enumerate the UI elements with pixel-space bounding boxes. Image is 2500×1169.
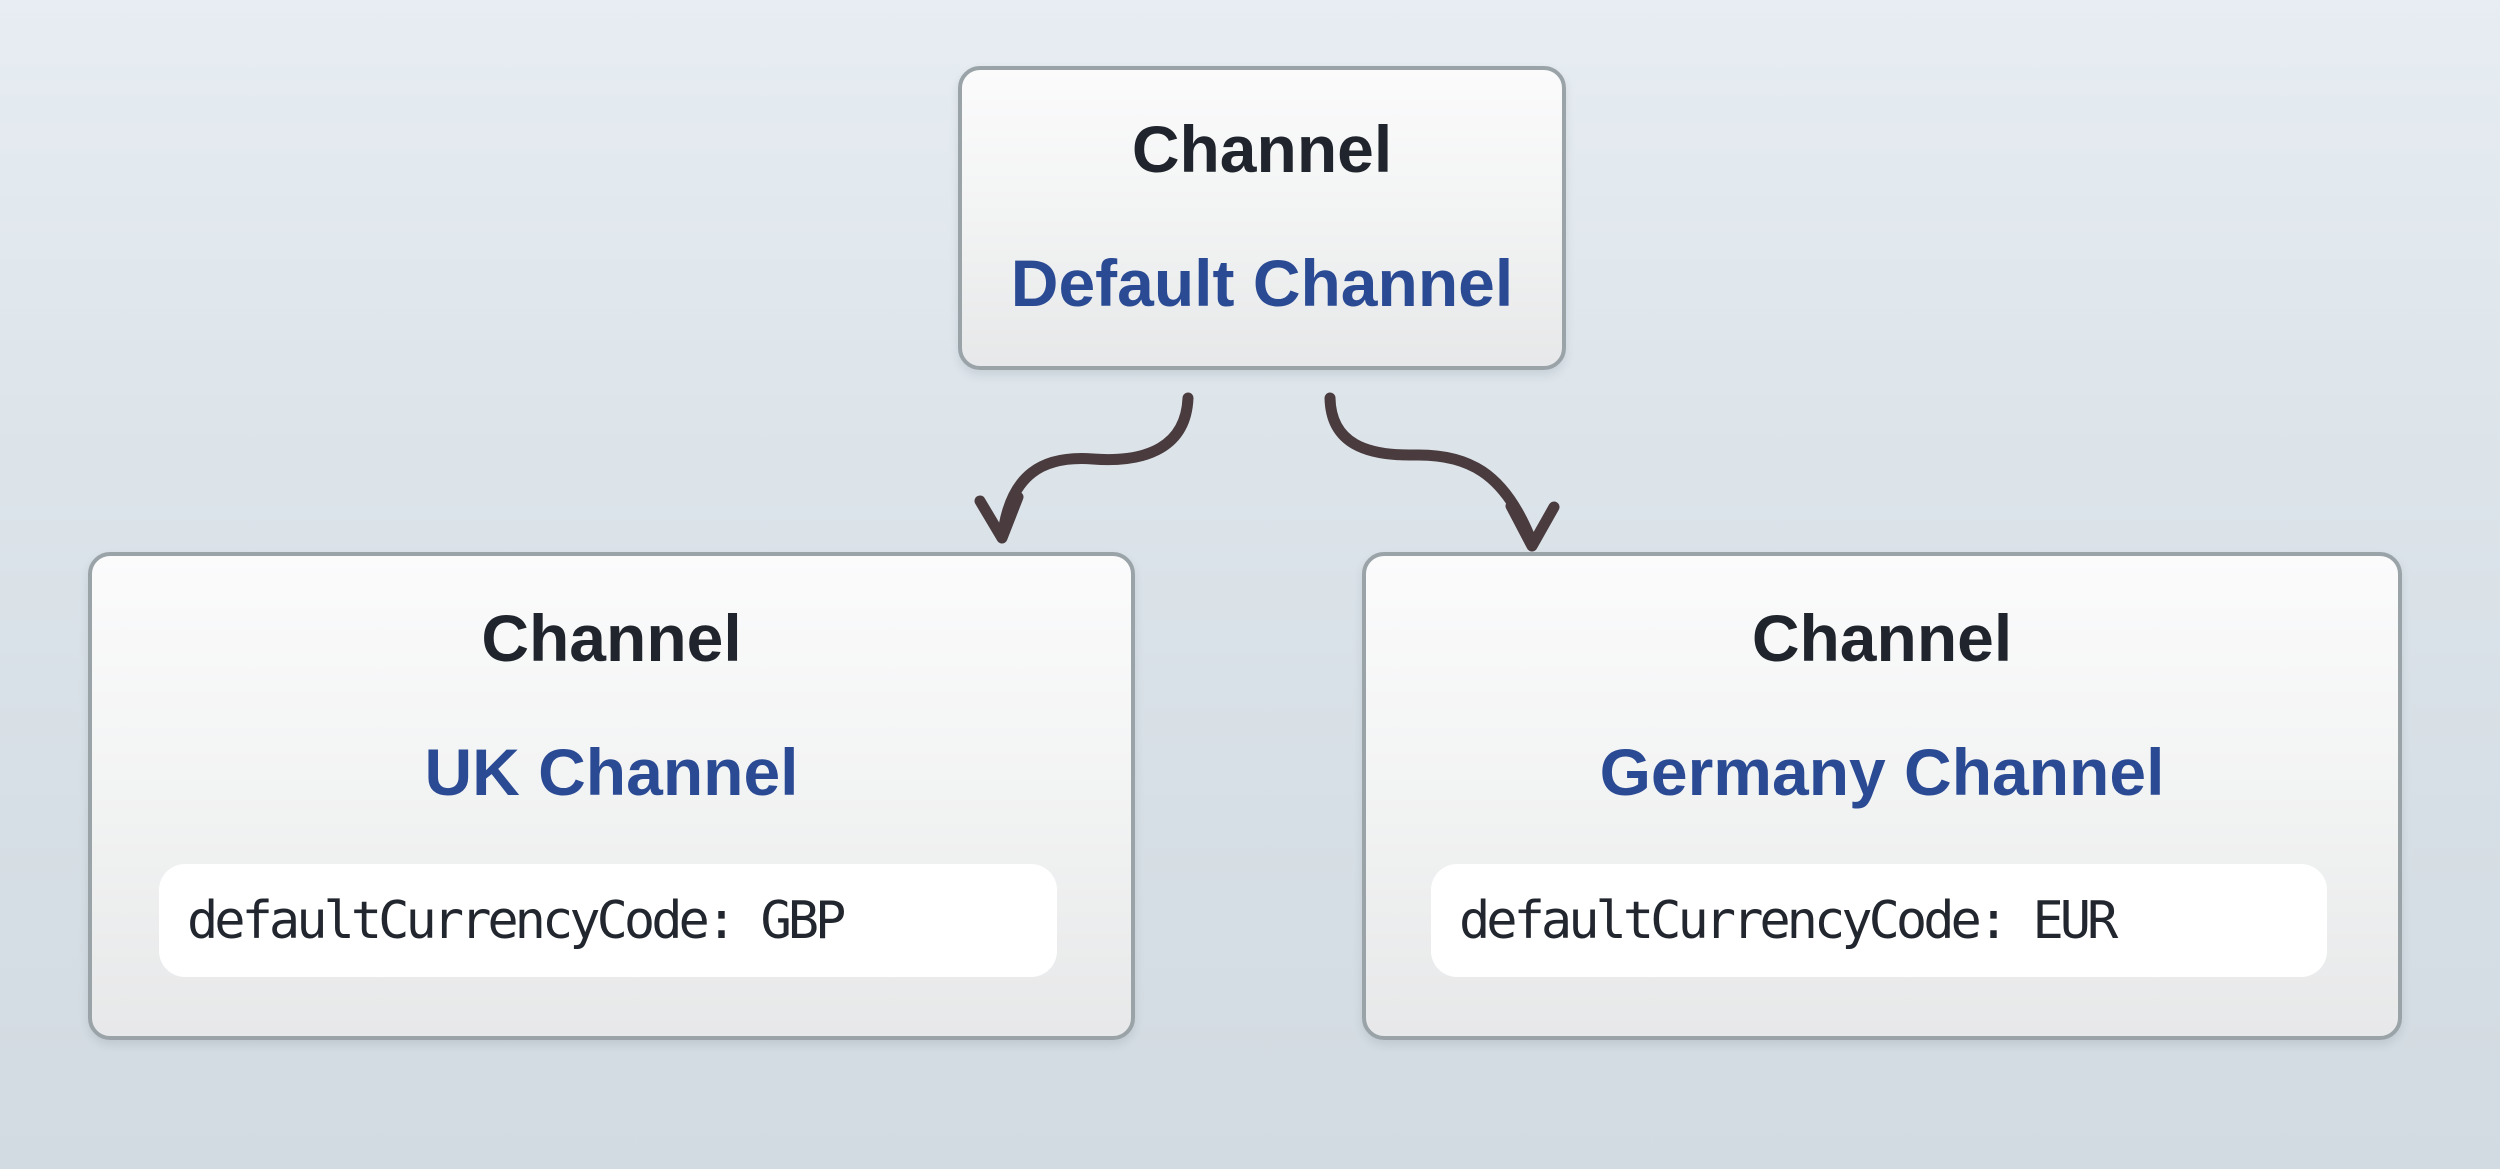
code-pill: defaultCurrencyCode: EUR — [1431, 864, 2327, 977]
node-entity-title: Channel — [481, 601, 742, 675]
node-default-channel: Channel Default Channel — [958, 66, 1566, 370]
node-entity-title: Channel — [1131, 112, 1393, 186]
node-channel-name: UK Channel — [424, 735, 799, 809]
currency-code-text: defaultCurrencyCode: EUR — [1459, 890, 2118, 951]
node-entity-title: Channel — [1751, 601, 2013, 675]
node-channel-name: Default Channel — [1010, 246, 1514, 320]
arrow-to-germany-channel — [1324, 392, 1560, 552]
node-uk-channel: Channel UK Channel defaultCurrencyCode: … — [88, 552, 1135, 1040]
currency-code-text: defaultCurrencyCode: GBP — [187, 890, 846, 951]
arrow-to-uk-channel — [974, 392, 1194, 544]
code-pill: defaultCurrencyCode: GBP — [159, 864, 1057, 977]
node-channel-name: Germany Channel — [1599, 735, 2165, 809]
node-germany-channel: Channel Germany Channel defaultCurrencyC… — [1362, 552, 2402, 1040]
